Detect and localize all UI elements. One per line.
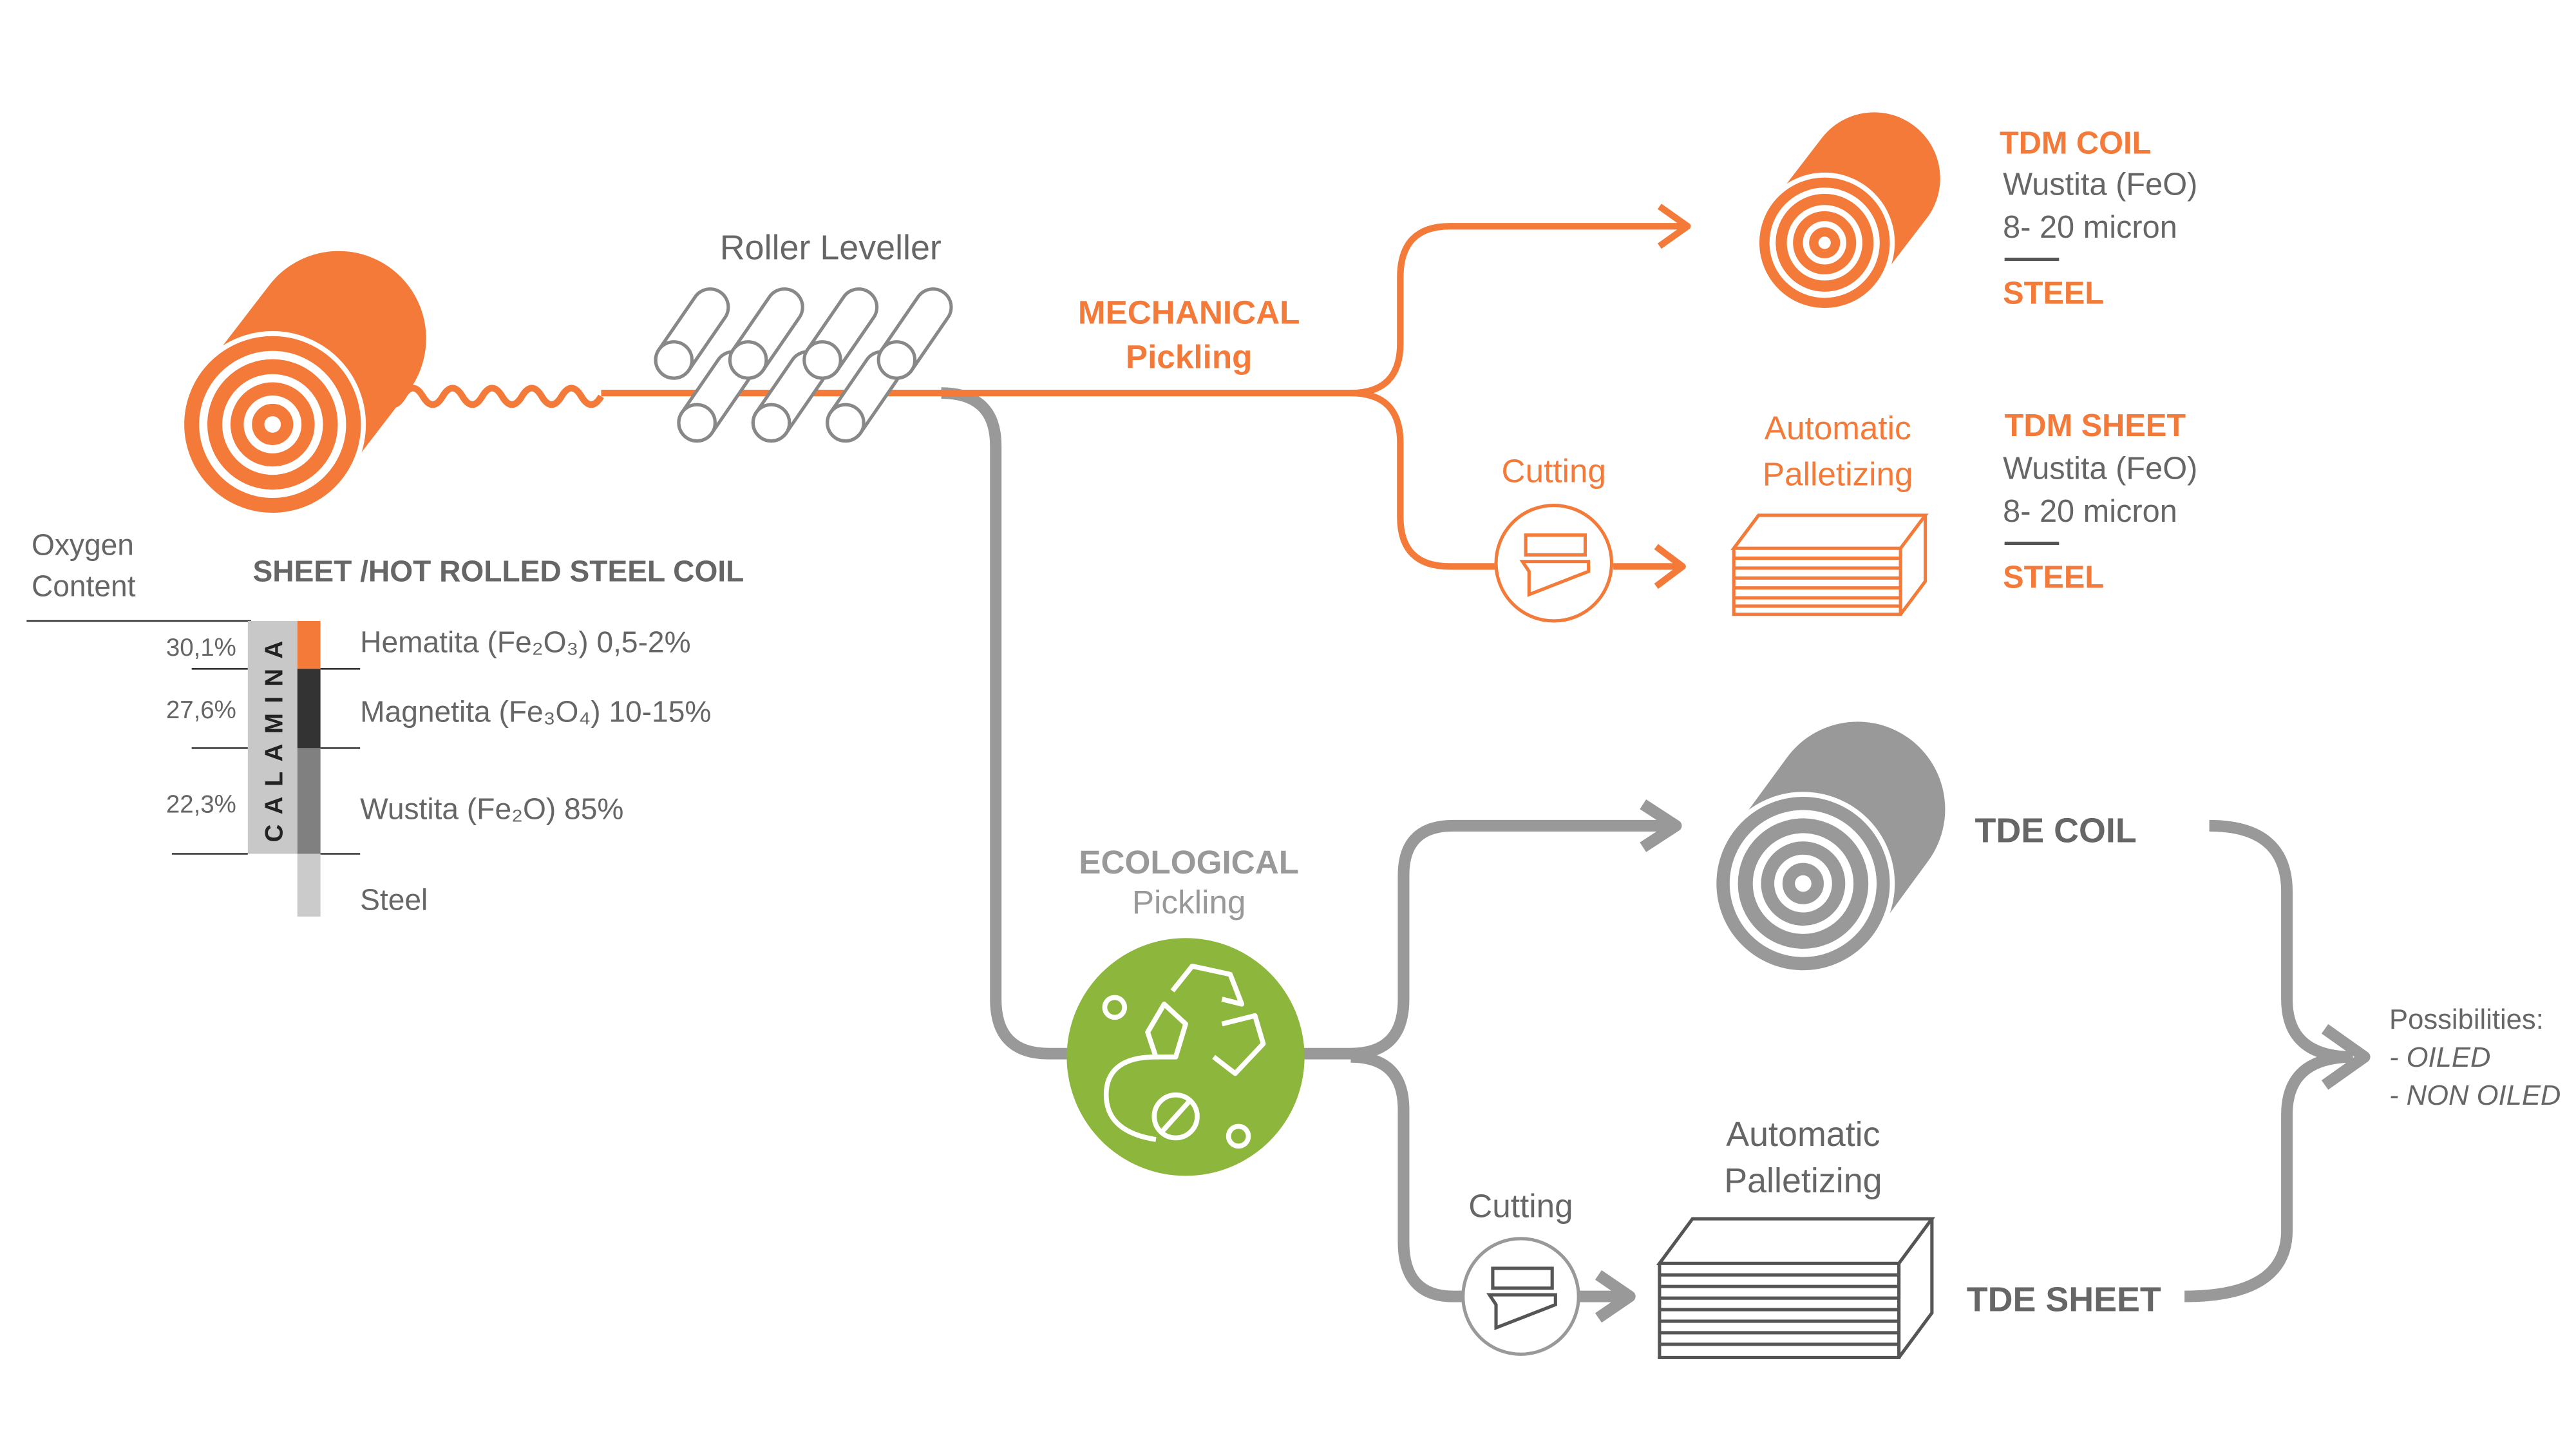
calamina-label: CALAMINA: [261, 631, 289, 842]
ecological-palletizing-label: Automatic: [1726, 1115, 1880, 1154]
roller-leveller-label: Roller Leveller: [720, 229, 942, 267]
ecological-palletizing-label: Palletizing: [1724, 1161, 1882, 1200]
possibilities-title: Possibilities:: [2389, 1004, 2544, 1035]
tdm-coil-steel: STEEL: [2003, 276, 2104, 311]
layer-name: Steel: [360, 883, 428, 917]
tdm-sheet-text: Wustita (FeO): [2003, 451, 2197, 486]
tdm-sheet-title: TDM SHEET: [2005, 408, 2186, 443]
tdm-coil-text: Wustita (FeO): [2003, 167, 2197, 202]
tdm-coil-icon: [1754, 112, 1940, 313]
ecological-flow-lines: [941, 387, 2371, 1323]
layer-name: Wustita (Fe₂O) 85%: [360, 792, 623, 826]
roller-leveller-icon: [654, 287, 953, 443]
layer-chart: CALAMINA: [26, 620, 361, 917]
layer-oxygen: 27,6%: [166, 696, 236, 724]
tde-sheet-label: TDE SHEET: [1967, 1281, 2161, 1319]
tdm-sheet-text: 8- 20 micron: [2003, 494, 2177, 529]
tdm-coil-title: TDM COIL: [2000, 126, 2151, 160]
layer-name: Hematita (Fe₂O₃) 0,5-2%: [360, 625, 690, 659]
tde-coil-label: TDE COIL: [1975, 812, 2137, 850]
mechanical-palletizing-label: Palletizing: [1763, 456, 1913, 493]
sheet-stack-icon: [1656, 1217, 1935, 1359]
ecological-title: Pickling: [1132, 884, 1246, 921]
layer-oxygen: 22,3%: [166, 790, 236, 818]
ecological-title: ECOLOGICAL: [1079, 844, 1299, 881]
cutting-icon: [1494, 503, 1614, 623]
tdm-coil-text: 8- 20 micron: [2003, 210, 2177, 245]
hot-rolled-coil-icon: [179, 251, 426, 518]
mechanical-title: MECHANICAL: [1078, 294, 1300, 331]
ecological-recycle-icon: [1066, 938, 1305, 1176]
tde-coil-icon: [1711, 721, 1946, 975]
sheet-stack-icon: [1730, 513, 1929, 616]
coil-title: SHEET /HOT ROLLED STEEL COIL: [253, 554, 744, 587]
oxygen-label: Oxygen: [32, 528, 134, 561]
mechanical-palletizing-label: Automatic: [1765, 410, 1911, 446]
mechanical-cutting-label: Cutting: [1502, 453, 1606, 490]
mechanical-title: Pickling: [1126, 339, 1253, 376]
layer-oxygen: 30,1%: [166, 634, 236, 662]
oxygen-label: Content: [32, 569, 136, 603]
layer-name: Magnetita (Fe₃O₄) 10-15%: [360, 694, 711, 728]
mechanical-flow-lines: [360, 204, 1691, 589]
possibility-item: - OILED: [2389, 1042, 2490, 1073]
ecological-cutting-label: Cutting: [1468, 1188, 1573, 1225]
tdm-sheet-steel: STEEL: [2003, 560, 2104, 595]
possibility-item: - NON OILED: [2389, 1080, 2561, 1111]
cutting-icon: [1461, 1237, 1580, 1356]
